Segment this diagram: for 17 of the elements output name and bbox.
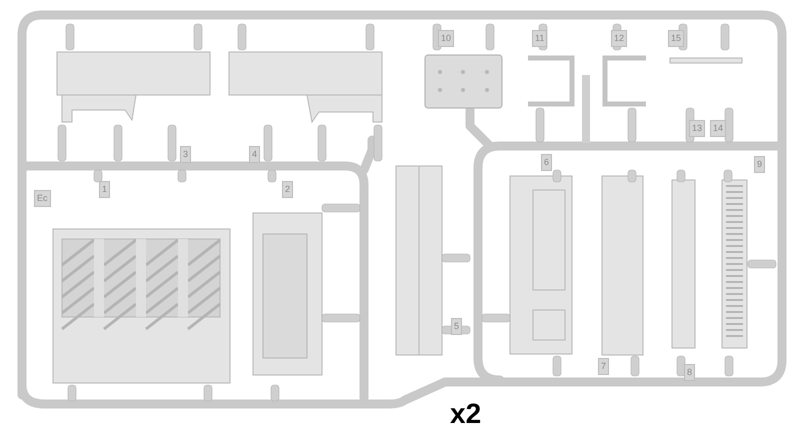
part-number: 5 xyxy=(451,318,462,335)
part-number: 1 xyxy=(99,181,110,198)
part-number: 8 xyxy=(684,364,696,381)
part-number: 15 xyxy=(668,30,684,47)
part-number: 4 xyxy=(249,146,260,163)
part-number: 10 xyxy=(438,30,454,47)
part-number: Ec xyxy=(34,190,51,207)
part-number: 6 xyxy=(541,154,552,171)
part-number: 13 xyxy=(689,120,706,137)
part-number: 11 xyxy=(532,30,548,47)
quantity-label: x2 xyxy=(450,400,482,428)
part-number: 9 xyxy=(754,156,766,173)
part-number: 3 xyxy=(180,146,192,163)
part-number: 14 xyxy=(710,120,726,137)
part-number: 7 xyxy=(598,358,610,375)
part-number: 2 xyxy=(282,181,294,198)
part-number: 12 xyxy=(611,30,628,47)
